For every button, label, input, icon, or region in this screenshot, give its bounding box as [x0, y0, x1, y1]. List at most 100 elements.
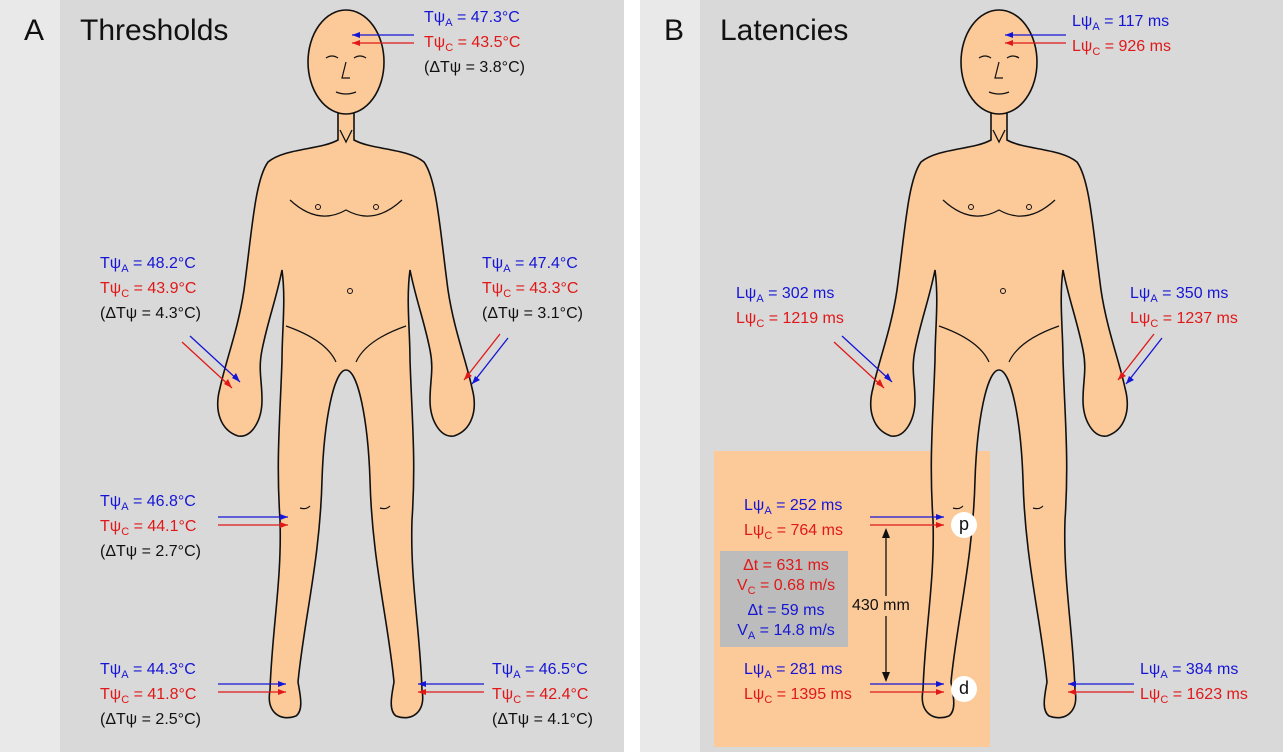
label-line: (ΔTψ = 4.3°C) [100, 304, 201, 324]
threshold-left-foot-label: TψA = 46.5°CTψC = 42.4°C(ΔTψ = 4.1°C) [492, 660, 593, 730]
label-value: = 926 ms [1100, 38, 1171, 55]
label-symbol: Lψ [744, 497, 764, 514]
label-value: = 1623 ms [1168, 686, 1248, 703]
label-symbol: Tψ [424, 34, 445, 51]
latency-left-foot-label: LψA = 384 msLψC = 1623 ms [1140, 660, 1248, 710]
label-subscript: C [121, 526, 129, 538]
label-line: Δt = 631 ms [730, 556, 842, 576]
label-value: = 43.9°C [129, 280, 196, 297]
label-symbol: Tψ [424, 9, 445, 26]
label-value: (ΔTψ = 2.7°C) [100, 543, 201, 560]
label-value: = 44.3°C [129, 661, 196, 678]
label-line: TψC = 42.4°C [492, 685, 593, 710]
label-line: TψA = 46.5°C [492, 660, 593, 685]
label-symbol: Tψ [482, 255, 503, 272]
label-value: = 14.8 m/s [755, 622, 835, 639]
label-value: = 117 ms [1100, 13, 1170, 30]
label-value: = 384 ms [1168, 661, 1239, 678]
label-line: LψC = 764 ms [744, 521, 843, 546]
label-line: LψC = 1623 ms [1140, 685, 1248, 710]
label-symbol: Lψ [1130, 310, 1150, 327]
label-subscript: A [1092, 21, 1099, 33]
label-symbol: Lψ [744, 686, 764, 703]
threshold-right-hand-label: TψA = 48.2°CTψC = 43.9°C(ΔTψ = 4.3°C) [100, 254, 201, 324]
label-subscript: C [748, 585, 756, 597]
proximal-marker: p [951, 512, 977, 538]
label-symbol: Lψ [744, 661, 764, 678]
label-line: TψA = 48.2°C [100, 254, 201, 279]
label-line: LψC = 926 ms [1072, 37, 1171, 62]
body-figure-a [218, 10, 475, 718]
label-symbol: Tψ [482, 280, 503, 297]
label-line: LψA = 252 ms [744, 496, 843, 521]
label-value: (ΔTψ = 3.1°C) [482, 305, 583, 322]
label-subscript: A [121, 263, 128, 275]
label-value: = 48.2°C [129, 255, 196, 272]
distal-marker: d [951, 676, 977, 702]
label-subscript: A [121, 501, 128, 513]
distance-label: 430 mm [852, 596, 910, 616]
label-symbol: Lψ [736, 285, 756, 302]
label-line: LψC = 1219 ms [736, 309, 844, 334]
label-line: VC = 0.68 m/s [730, 576, 842, 601]
label-symbol: Tψ [100, 280, 121, 297]
label-line: TψC = 44.1°C [100, 517, 201, 542]
label-symbol: Tψ [100, 518, 121, 535]
label-symbol: Tψ [100, 661, 121, 678]
label-value: = 1219 ms [764, 310, 844, 327]
label-value: = 46.5°C [521, 661, 588, 678]
label-line: LψC = 1237 ms [1130, 309, 1238, 334]
latency-knee-label: LψA = 252 msLψC = 764 ms [744, 496, 843, 546]
label-symbol: Lψ [744, 522, 764, 539]
label-subscript: A [764, 505, 771, 517]
label-line: TψA = 47.3°C [424, 8, 525, 33]
label-line: TψC = 43.3°C [482, 279, 583, 304]
label-symbol: Lψ [1140, 661, 1160, 678]
label-value: = 47.4°C [511, 255, 578, 272]
label-value: = 47.3°C [453, 9, 520, 26]
label-subscript: C [513, 694, 521, 706]
label-line: LψA = 384 ms [1140, 660, 1248, 685]
label-value: = 631 ms [758, 557, 829, 574]
label-line: LψA = 302 ms [736, 284, 844, 309]
label-value: = 43.5°C [453, 34, 520, 51]
label-line: TψC = 41.8°C [100, 685, 201, 710]
label-line: (ΔTψ = 3.8°C) [424, 58, 525, 78]
label-value: (ΔTψ = 4.3°C) [100, 305, 201, 322]
label-symbol: Tψ [100, 255, 121, 272]
label-value: = 281 ms [772, 661, 843, 678]
label-symbol: Δt [748, 602, 763, 619]
label-symbol: Lψ [1072, 38, 1092, 55]
label-line: VA = 14.8 m/s [730, 621, 842, 646]
label-value: (ΔTψ = 2.5°C) [100, 711, 201, 728]
label-subscript: C [121, 288, 129, 300]
label-value: (ΔTψ = 3.8°C) [424, 59, 525, 76]
label-symbol: Tψ [100, 493, 121, 510]
label-line: (ΔTψ = 2.5°C) [100, 710, 201, 730]
label-value: = 350 ms [1158, 285, 1229, 302]
label-line: (ΔTψ = 2.7°C) [100, 542, 201, 562]
label-symbol: Lψ [736, 310, 756, 327]
label-symbol: Tψ [100, 686, 121, 703]
label-symbol: Tψ [492, 661, 513, 678]
threshold-right-foot-label: TψA = 44.3°CTψC = 41.8°C(ΔTψ = 2.5°C) [100, 660, 201, 730]
label-value: = 302 ms [764, 285, 835, 302]
label-line: TψA = 47.4°C [482, 254, 583, 279]
label-value: = 252 ms [772, 497, 843, 514]
label-symbol: Lψ [1130, 285, 1150, 302]
label-line: Δt = 59 ms [730, 601, 842, 621]
label-line: LψA = 350 ms [1130, 284, 1238, 309]
label-line: TψA = 44.3°C [100, 660, 201, 685]
label-value: (ΔTψ = 4.1°C) [492, 711, 593, 728]
label-value: = 1395 ms [772, 686, 852, 703]
label-line: LψA = 117 ms [1072, 12, 1171, 37]
label-symbol: Tψ [492, 686, 513, 703]
label-subscript: A [1160, 669, 1167, 681]
label-line: TψC = 43.5°C [424, 33, 525, 58]
label-subscript: C [445, 42, 453, 54]
label-subscript: C [121, 694, 129, 706]
